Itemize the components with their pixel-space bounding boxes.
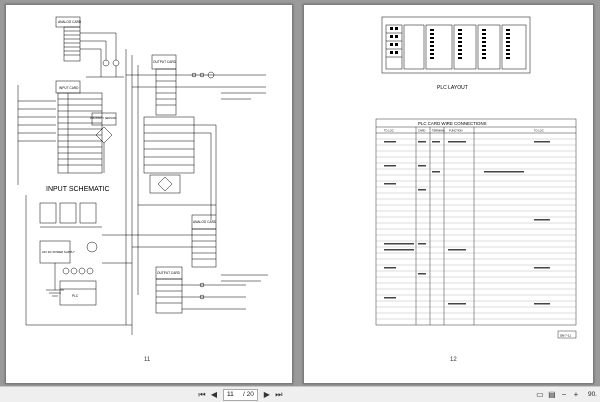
document-viewer[interactable]: ANALOG CARD INPUT CARD OUTPUT CARD ANALO… bbox=[0, 0, 600, 386]
page-11: ANALOG CARD INPUT CARD OUTPUT CARD ANALO… bbox=[5, 4, 293, 384]
page-12: PLC LAYOUT bbox=[303, 4, 594, 384]
col-card: CARD bbox=[418, 129, 425, 133]
last-page-button[interactable]: ⏭ bbox=[275, 390, 283, 399]
page-number-input[interactable] bbox=[227, 391, 243, 398]
plc-layout-title: PLC LAYOUT bbox=[437, 85, 468, 91]
first-page-button[interactable]: ⏮ bbox=[198, 390, 206, 399]
zoom-in-icon[interactable]: + bbox=[573, 390, 579, 399]
next-page-button[interactable]: ▶ bbox=[263, 390, 270, 399]
fit-width-icon[interactable]: ▤ bbox=[548, 390, 556, 399]
label-input-card: INPUT CARD bbox=[59, 86, 79, 90]
label-output-card-top: OUTPUT CARD bbox=[153, 60, 177, 64]
plc-layout-drawing: PLC LAYOUT bbox=[375, 16, 577, 339]
col-to-loc-right: TO LOC bbox=[534, 129, 544, 133]
label-proximity-sensor: PROXIMITY SENSOR bbox=[90, 116, 116, 120]
input-schematic-heading: INPUT SCHEMATIC bbox=[46, 186, 110, 193]
zoom-level[interactable]: 90. bbox=[587, 391, 597, 398]
label-plc: PLC bbox=[72, 294, 79, 298]
label-analog-card-bottom: ANALOG CARD bbox=[193, 220, 217, 224]
col-function: FUNCTION bbox=[449, 129, 463, 133]
prev-page-button[interactable]: ◀ bbox=[210, 390, 218, 399]
input-schematic-drawing: ANALOG CARD INPUT CARD OUTPUT CARD ANALO… bbox=[6, 5, 292, 383]
fit-page-icon[interactable]: ▭ bbox=[536, 390, 544, 399]
col-to-loc: TO LOC bbox=[384, 129, 394, 133]
label-power-supply: 24V DC POWER SUPPLY bbox=[42, 250, 75, 254]
label-output-card-bottom: OUTPUT CARD bbox=[157, 271, 181, 275]
page-indicator: / 20 bbox=[223, 388, 258, 401]
col-terminal: TERMINAL bbox=[432, 129, 446, 133]
label-analog-card-top: ANALOG CARD bbox=[58, 20, 82, 24]
zoom-out-icon[interactable]: − bbox=[561, 390, 567, 399]
wire-table-title: PLC CARD WIRE CONNECTIONS bbox=[418, 121, 487, 126]
total-pages-label: / 20 bbox=[243, 391, 254, 398]
drawing-stamp: DB-7-11 bbox=[560, 334, 571, 338]
page-number-left: 11 bbox=[144, 357, 151, 363]
viewer-toolbar: ⏮ ◀ / 20 ▶ ⏭ ▭ ▤ − + 90. bbox=[0, 386, 600, 402]
page-number-right: 12 bbox=[450, 357, 457, 363]
